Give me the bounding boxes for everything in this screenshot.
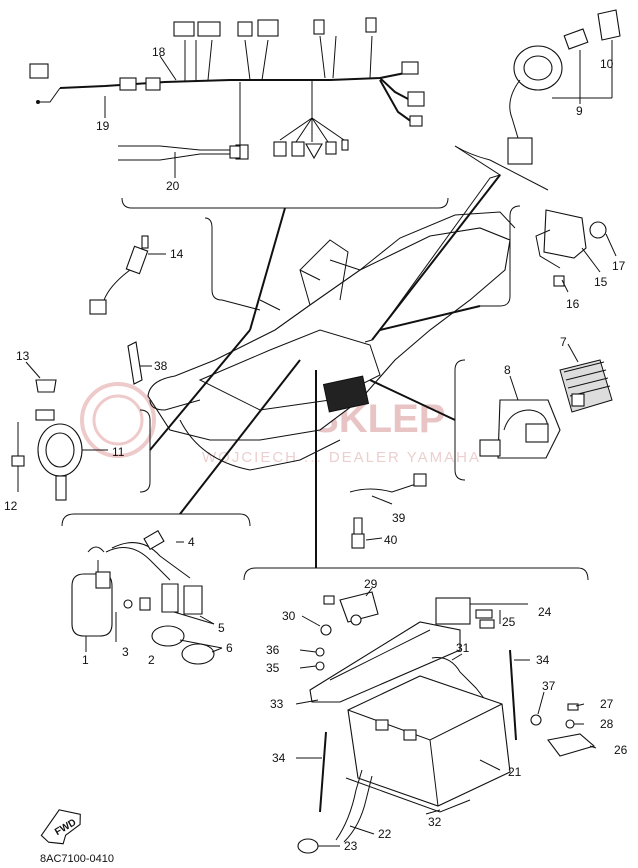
fwd-arrow: FWD (40, 809, 81, 845)
callout-23: 23 (344, 839, 358, 853)
regulator-group (479, 343, 613, 459)
wire-harness-group (29, 17, 449, 209)
callout-11: 11 (112, 445, 125, 459)
callout-6: 6 (226, 641, 233, 655)
callout-27: 27 (600, 697, 614, 711)
callout-34-left: 34 (272, 751, 286, 765)
callout-40: 40 (384, 533, 398, 547)
cdi-group (535, 209, 617, 293)
callout-18: 18 (152, 45, 166, 59)
callout-7: 7 (560, 335, 567, 349)
ignition-coil-group (71, 530, 223, 665)
horn-group (11, 361, 108, 501)
callout-2: 2 (148, 653, 155, 667)
callout-21: 21 (508, 765, 522, 779)
callout-labels: 1 2 3 4 5 6 7 8 9 10 11 12 13 14 15 16 1… (4, 45, 628, 853)
callout-22: 22 (378, 827, 392, 841)
callout-34-right: 34 (536, 653, 550, 667)
watermark-subtitle: WOJCIECH ... DEALER YAMAHA (202, 449, 481, 466)
callout-8: 8 (504, 363, 511, 377)
part-38 (127, 341, 152, 385)
callout-31: 31 (456, 641, 470, 655)
callout-26: 26 (614, 743, 628, 757)
diagram-code: 8AC7100-0410 (40, 853, 114, 865)
main-switch-group (454, 9, 621, 191)
callout-32: 32 (428, 815, 442, 829)
callout-28: 28 (600, 717, 614, 731)
callout-13: 13 (16, 349, 30, 363)
callout-4: 4 (188, 535, 195, 549)
callout-19: 19 (96, 119, 110, 133)
callout-38: 38 (154, 359, 168, 373)
callout-10: 10 (600, 57, 614, 71)
callout-14: 14 (170, 247, 184, 261)
callout-1: 1 (82, 653, 89, 667)
part-39-40 (349, 473, 427, 549)
battery-group (295, 587, 597, 854)
callout-9: 9 (576, 104, 583, 118)
callout-12: 12 (4, 499, 18, 513)
snowmobile-body (147, 211, 516, 471)
callout-30: 30 (282, 609, 296, 623)
callout-16: 16 (566, 297, 580, 311)
callout-20: 20 (166, 179, 180, 193)
callout-36: 36 (266, 643, 280, 657)
callout-17: 17 (612, 259, 626, 273)
callout-24: 24 (538, 605, 552, 619)
callout-25: 25 (502, 615, 516, 629)
callout-5: 5 (218, 621, 225, 635)
callout-15: 15 (594, 275, 608, 289)
callout-37: 37 (542, 679, 556, 693)
callout-33: 33 (270, 697, 284, 711)
part-14 (89, 235, 166, 315)
callout-29: 29 (364, 577, 378, 591)
group-brackets (61, 145, 589, 581)
callout-35: 35 (266, 661, 280, 675)
callout-39: 39 (392, 511, 406, 525)
callout-3: 3 (122, 645, 129, 659)
